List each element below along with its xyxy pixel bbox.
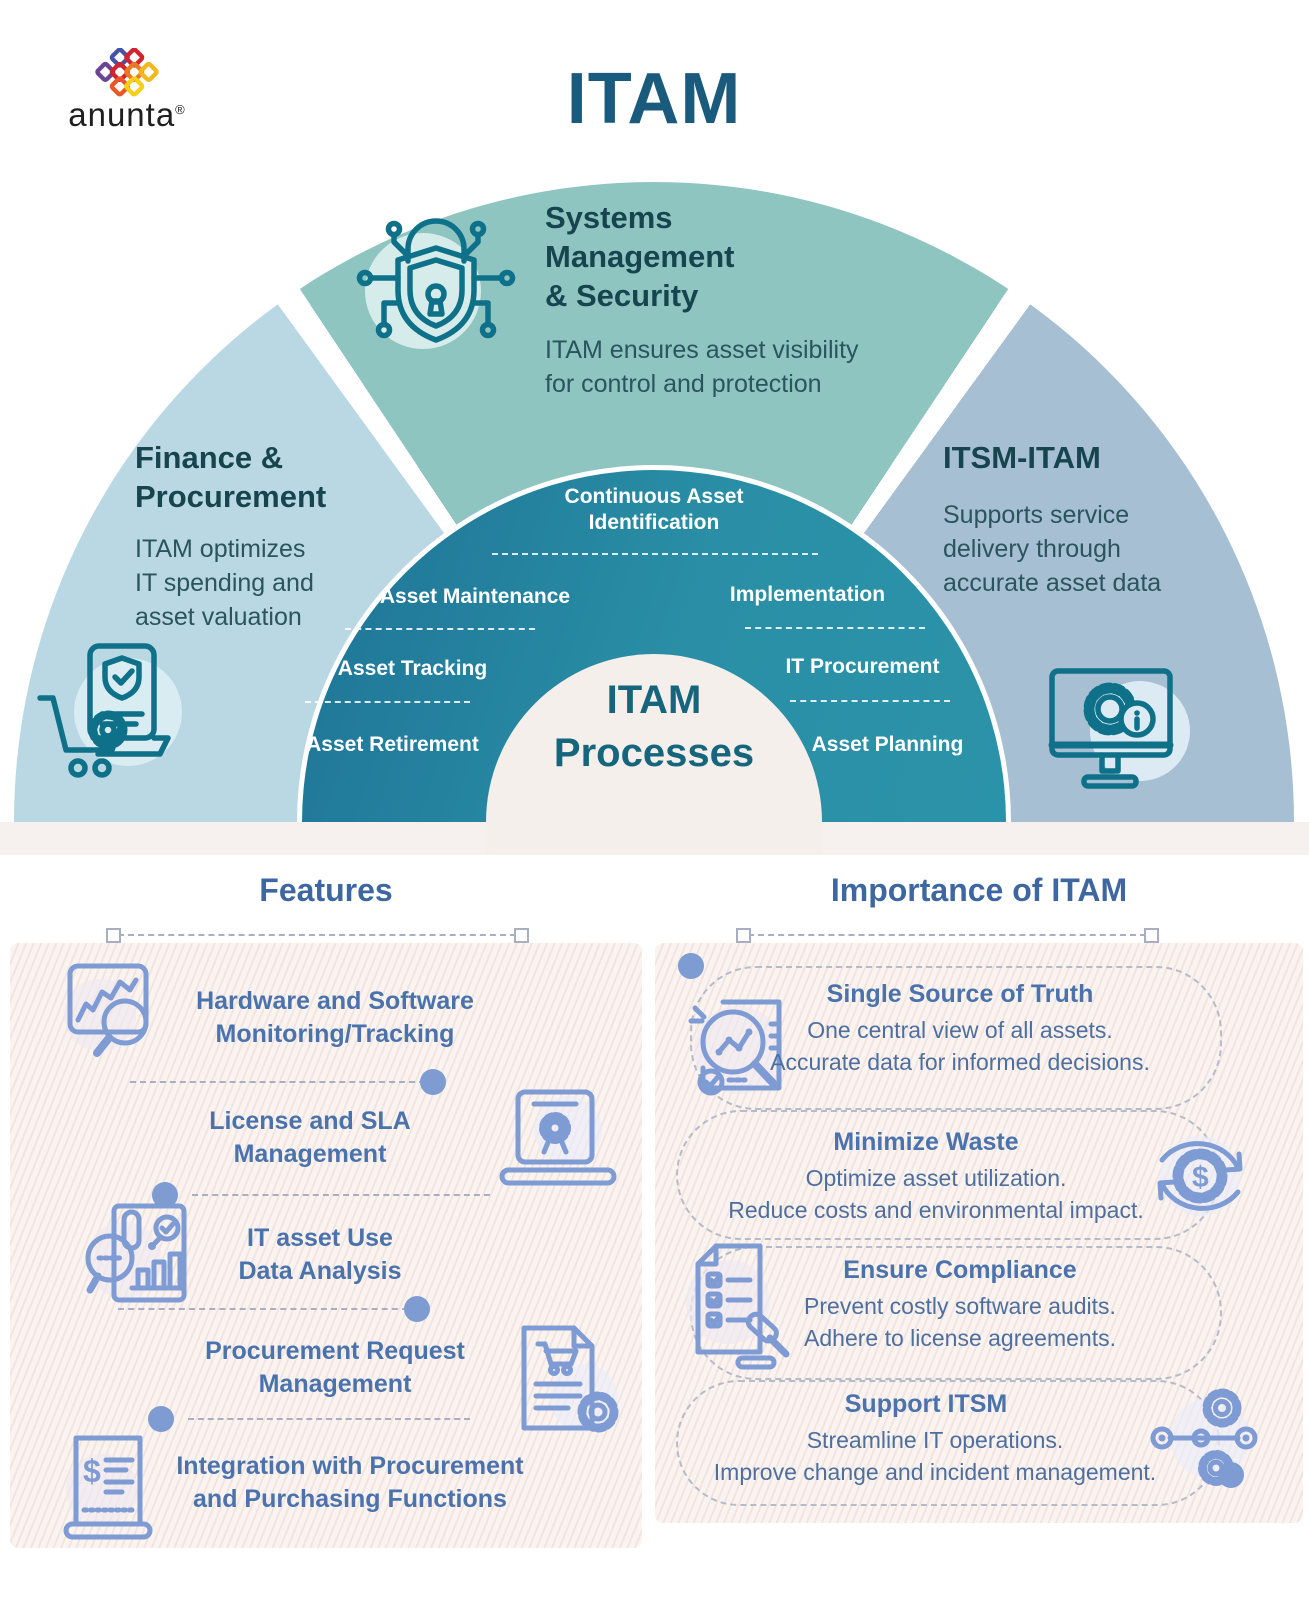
feature-item-title: License and SLA Management <box>209 1107 411 1168</box>
process-asset-maintenance: Asset Maintenance <box>379 585 571 608</box>
importance-item-outline <box>690 966 1222 1110</box>
feature-connector <box>118 1308 408 1310</box>
invoice-dollar-icon: $ <box>58 1432 158 1544</box>
process-divider <box>345 628 535 630</box>
features-top-connector <box>118 934 516 936</box>
importance-item-title: Support ITSM <box>844 1390 1008 1418</box>
connector-dot <box>420 1069 446 1095</box>
feature-item-title: IT asset Use Data Analysis <box>238 1224 402 1285</box>
importance-item-body: One central view of all assets. Accurate… <box>770 1017 1150 1076</box>
chart-magnifier-icon <box>62 960 174 1075</box>
feature-item-title: Procurement Request Management <box>205 1337 465 1398</box>
importance-item-title: Single Source of Truth <box>826 980 1094 1008</box>
registered-mark: ® <box>175 102 186 117</box>
importance-heading: Importance of ITAM <box>830 872 1128 908</box>
systems-segment-description: ITAM ensures asset visibility for contro… <box>545 336 859 398</box>
finance-segment-heading: Finance & Procurement <box>135 440 327 515</box>
process-asset-tracking: Asset Tracking <box>337 657 488 680</box>
systems-segment-heading: Systems Management & Security <box>545 200 735 314</box>
connector-dot <box>404 1296 430 1322</box>
brand-name: anunta® <box>68 96 186 133</box>
brand-logo: anunta® <box>52 48 202 131</box>
feature-connector <box>192 1194 490 1196</box>
importance-top-connector <box>748 934 1146 936</box>
connector-dot <box>148 1406 174 1432</box>
importance-item-body: Streamline IT operations. Improve change… <box>713 1427 1157 1486</box>
feature-connector <box>188 1418 470 1420</box>
itam-processes-label: ITAM Processes <box>553 678 755 775</box>
importance-item-body: Optimize asset utilization. Reduce costs… <box>728 1165 1144 1224</box>
monitor-gear-info-icon <box>1040 655 1190 805</box>
connector-square <box>514 928 529 943</box>
checklist-gavel-icon <box>680 1240 796 1370</box>
svg-text:$: $ <box>83 1453 101 1489</box>
svg-text:$: $ <box>1192 1161 1209 1194</box>
process-divider <box>745 627 925 629</box>
process-divider <box>492 553 818 555</box>
process-asset-planning: Asset Planning <box>811 733 964 756</box>
feature-item-title: Hardware and Software Monitoring/Trackin… <box>196 987 474 1048</box>
process-asset-retirement: Asset Retirement <box>306 733 479 756</box>
anunta-knot-icon <box>95 48 159 97</box>
gear-dollar-refresh-icon: $ <box>1142 1118 1258 1234</box>
importance-item-title: Ensure Compliance <box>843 1256 1077 1284</box>
process-it-procurement: IT Procurement <box>785 655 940 678</box>
laptop-shield-cart-icon <box>34 636 184 796</box>
laptop-certificate-icon <box>498 1088 620 1193</box>
features-heading: Features <box>259 872 393 908</box>
process-divider <box>790 700 950 702</box>
itsm-segment-heading: ITSM-ITAM <box>943 440 1101 475</box>
connector-square <box>736 928 751 943</box>
connector-square <box>106 928 121 943</box>
itsm-segment-description: Supports service delivery through accura… <box>943 501 1162 597</box>
importance-item-body: Prevent costly software audits. Adhere t… <box>804 1293 1116 1352</box>
feature-connector <box>130 1081 425 1083</box>
finance-segment-description: ITAM optimizes IT spending and asset val… <box>135 535 314 631</box>
connector-square <box>1144 928 1159 943</box>
page-title: ITAM <box>566 59 742 139</box>
magnifier-analytics-icon <box>683 990 803 1110</box>
feature-item-title: Integration with Procurement and Purchas… <box>176 1452 524 1513</box>
connector-dot <box>678 953 704 979</box>
connected-gears-icon <box>1148 1382 1260 1494</box>
shield-lock-circuit-icon <box>348 208 528 358</box>
connector-dot <box>1218 1462 1244 1488</box>
importance-item-title: Minimize Waste <box>833 1128 1019 1156</box>
process-implementation: Implementation <box>729 583 886 606</box>
data-analysis-icon <box>82 1202 200 1314</box>
document-cart-gear-icon <box>512 1320 624 1436</box>
process-continuous-asset-identification: Continuous Asset Identification <box>564 485 744 535</box>
process-divider <box>305 701 470 703</box>
